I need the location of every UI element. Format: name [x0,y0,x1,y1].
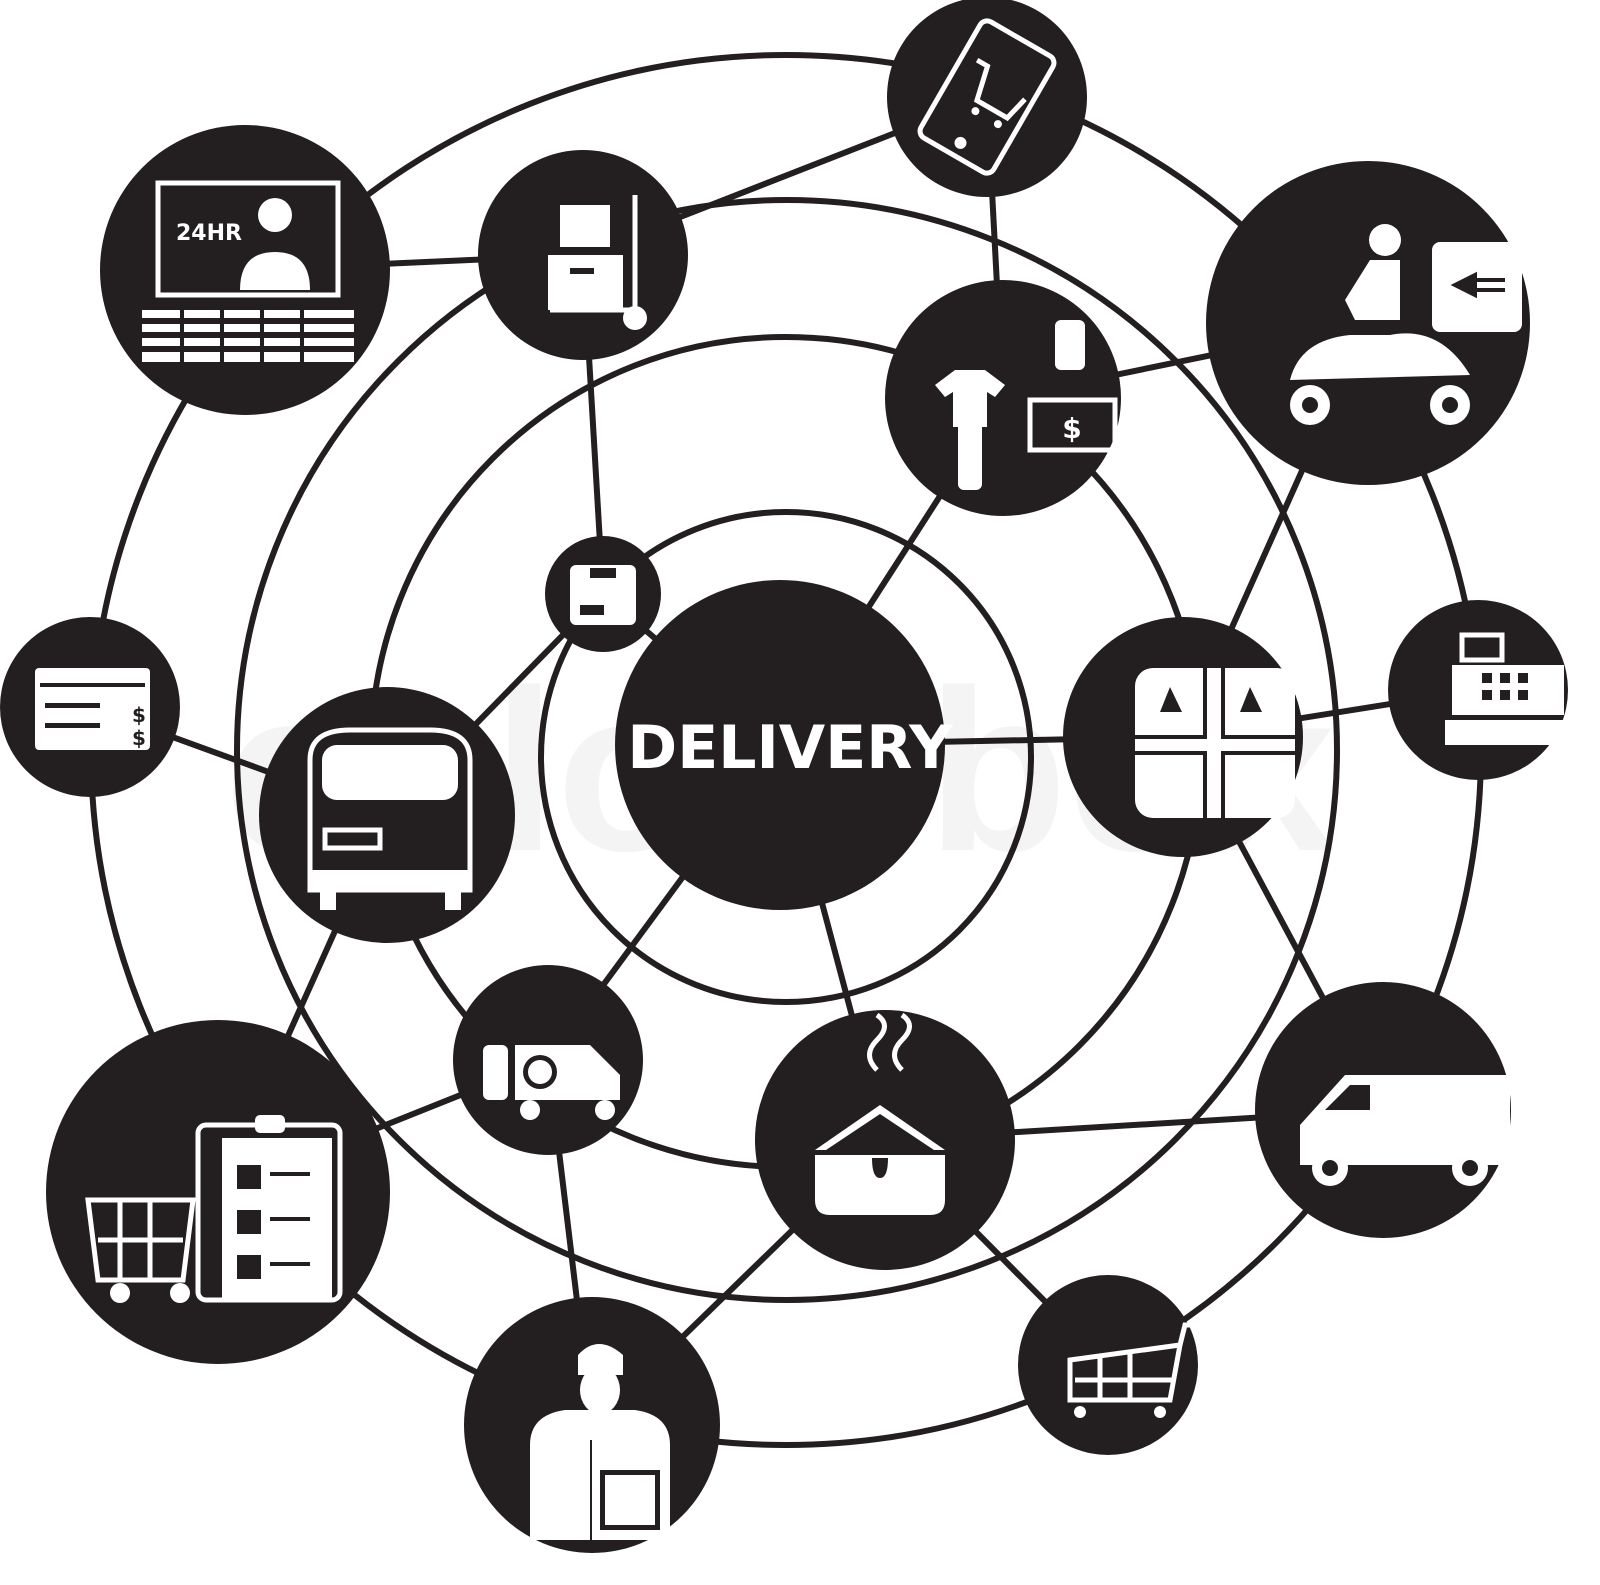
courier-icon[interactable] [464,1297,720,1553]
receipt-dollar-1: $ [132,703,146,727]
gift-box-icon[interactable] [1063,617,1303,857]
shirt-payment-dollar: $ [1062,412,1081,445]
hot-food-box-icon[interactable] [755,1010,1015,1270]
shopping-cart-icon[interactable] [1018,1275,1200,1455]
laptop-24hr-text: 24HR [176,221,242,246]
ring-third [234,197,1340,1303]
delivery-hub-node[interactable]: DELIVERY [615,580,954,910]
receipt-icon[interactable]: $ $ [0,617,180,797]
hand-truck-boxes-icon[interactable] [478,150,688,360]
receipt-dollar-2: $ [132,726,146,750]
ring-inner [538,509,1034,1005]
delivery-van-icon[interactable] [1255,982,1511,1238]
package-icon[interactable] [545,536,661,652]
shirt-payment-icon[interactable]: $ [885,280,1121,516]
bus-icon[interactable] [259,687,515,943]
center-label: DELIVERY [627,713,954,783]
timed-delivery-van-icon[interactable] [453,965,643,1155]
checklist-cart-icon[interactable] [46,1020,390,1364]
laptop-24hr-support-icon[interactable]: 24HR [100,125,390,415]
scooter-delivery-icon[interactable] [1206,161,1530,485]
tablet-shopping-cart-icon[interactable] [887,0,1087,197]
cash-register-icon[interactable] [1388,600,1570,780]
